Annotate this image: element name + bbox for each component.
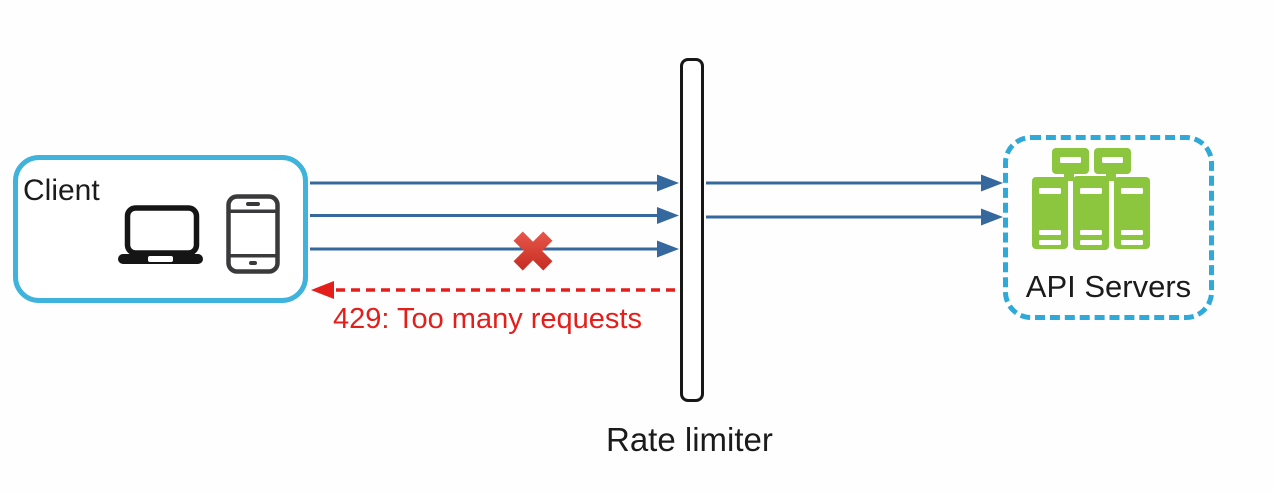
rate-limiter-label: Rate limiter	[606, 421, 773, 458]
request-arrow-1	[310, 174, 679, 192]
blocked-x-icon	[513, 231, 553, 271]
server-stack-icon	[1032, 148, 1150, 250]
forwarded-arrow-2	[706, 208, 1003, 226]
laptop-icon	[118, 205, 203, 264]
rejection-label: 429: Too many requests	[333, 303, 642, 335]
rejection-dashed-arrow	[311, 281, 678, 299]
request-arrow-2	[310, 207, 679, 224]
api-servers-box	[1003, 135, 1214, 320]
forwarded-arrow-1	[706, 174, 1003, 192]
client-label: Client	[23, 174, 100, 207]
rate-limiter-bar	[680, 58, 704, 402]
smartphone-icon	[226, 194, 280, 274]
api-servers-label: API Servers	[1025, 269, 1192, 304]
request-arrow-blocked	[310, 240, 679, 258]
